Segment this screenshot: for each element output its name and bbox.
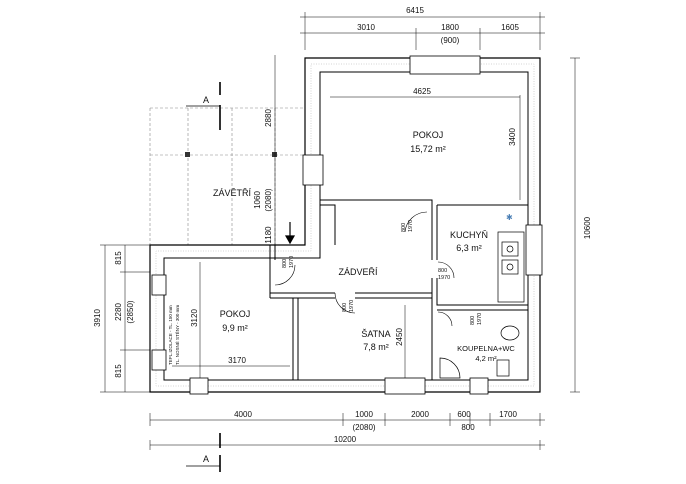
dim-top-b: 1800 bbox=[441, 23, 459, 32]
dim-top-c: 1605 bbox=[501, 23, 519, 32]
dim-bot-2080: (2080) bbox=[352, 423, 375, 432]
dim-left-2280: 2280 bbox=[114, 303, 123, 321]
room-satna-name: ŠATNA bbox=[361, 329, 390, 339]
dim-inner-2450: 2450 bbox=[395, 328, 404, 346]
wall-insulation bbox=[155, 63, 535, 387]
dim-inner-4625: 4625 bbox=[413, 87, 431, 96]
room-pokoj-big-name: POKOJ bbox=[413, 130, 444, 140]
dim-bot-2000: 2000 bbox=[411, 410, 429, 419]
dim-top-a: 3010 bbox=[357, 23, 375, 32]
room-pokoj-left-name: POKOJ bbox=[220, 309, 251, 319]
dim-col-2080: (2080) bbox=[264, 188, 273, 211]
dim-left-2850: (2850) bbox=[126, 300, 135, 323]
wall-note-line2: TL. NOSNÉ STĚNY - 300 mm bbox=[173, 305, 180, 365]
dim-right-total: 10600 bbox=[583, 216, 592, 239]
room-kuchyn-area: 6,3 m² bbox=[456, 243, 482, 253]
dim-top-total: 6415 bbox=[406, 6, 424, 15]
wall-note-line1: TEPL.IZOLACE - TL. 150 mm bbox=[168, 305, 173, 365]
door-5-width: 800 bbox=[470, 316, 476, 325]
door-1-width: 800 bbox=[401, 223, 407, 232]
dimension-lines bbox=[100, 12, 580, 450]
door-3-width: 800 bbox=[438, 268, 447, 274]
door-swings bbox=[274, 211, 455, 327]
dim-bot-600: 600 bbox=[457, 410, 471, 419]
room-zavetri-name: ZÁVĚTŘÍ bbox=[213, 188, 252, 198]
room-pokoj-left-area: 9,9 m² bbox=[222, 323, 248, 333]
dim-inner-3120: 3120 bbox=[190, 309, 199, 327]
kitchen-counter bbox=[497, 231, 525, 303]
dim-bot-total: 10200 bbox=[334, 435, 357, 444]
terrace-posts bbox=[185, 152, 277, 157]
dim-inner-3170: 3170 bbox=[228, 356, 246, 365]
windows bbox=[151, 55, 543, 395]
dim-col-2880: 2880 bbox=[264, 109, 273, 127]
dim-left-815b: 815 bbox=[114, 364, 123, 378]
dim-inner-3400: 3400 bbox=[508, 128, 517, 146]
room-zadveri-name: ZÁDVEŘÍ bbox=[338, 267, 378, 277]
door-1-height: 1970 bbox=[408, 220, 414, 232]
room-koupelna-name: KOUPELNA+WC bbox=[457, 344, 515, 353]
room-koupelna-area: 4,2 m² bbox=[475, 354, 497, 363]
dim-col-1060: 1060 bbox=[253, 191, 262, 209]
room-satna-area: 7,8 m² bbox=[363, 342, 389, 352]
door-4-height: 1970 bbox=[349, 300, 355, 312]
terrace-grid bbox=[149, 107, 305, 245]
dim-bot-4000: 4000 bbox=[234, 410, 252, 419]
door-2-width: 800 bbox=[282, 259, 288, 268]
dim-left-total: 3910 bbox=[93, 309, 102, 327]
exterior-walls bbox=[149, 57, 541, 393]
room-kuchyn-name: KUCHYŇ bbox=[450, 230, 488, 240]
door-3-height: 1970 bbox=[438, 275, 450, 281]
door-5-height: 1970 bbox=[477, 313, 483, 325]
dim-bot-1000: 1000 bbox=[355, 410, 373, 419]
dim-col-1180: 1180 bbox=[264, 226, 273, 244]
room-pokoj-big-area: 15,72 m² bbox=[410, 144, 446, 154]
kitchen-marker-icon: ✱ bbox=[506, 213, 513, 222]
entrance-arrow bbox=[284, 222, 296, 245]
section-label-top: A bbox=[203, 95, 209, 105]
bathroom-fixtures bbox=[439, 325, 520, 379]
section-label-bottom: A bbox=[203, 454, 209, 464]
dim-bot-800: 800 bbox=[461, 423, 475, 432]
dim-top-b2: (900) bbox=[441, 36, 460, 45]
interior-walls bbox=[269, 199, 528, 380]
dim-left-815a: 815 bbox=[114, 251, 123, 265]
section-arrows bbox=[186, 105, 220, 467]
door-4-width: 800 bbox=[342, 303, 348, 312]
door-2-height: 1970 bbox=[289, 256, 295, 268]
dim-bot-1700: 1700 bbox=[499, 410, 517, 419]
